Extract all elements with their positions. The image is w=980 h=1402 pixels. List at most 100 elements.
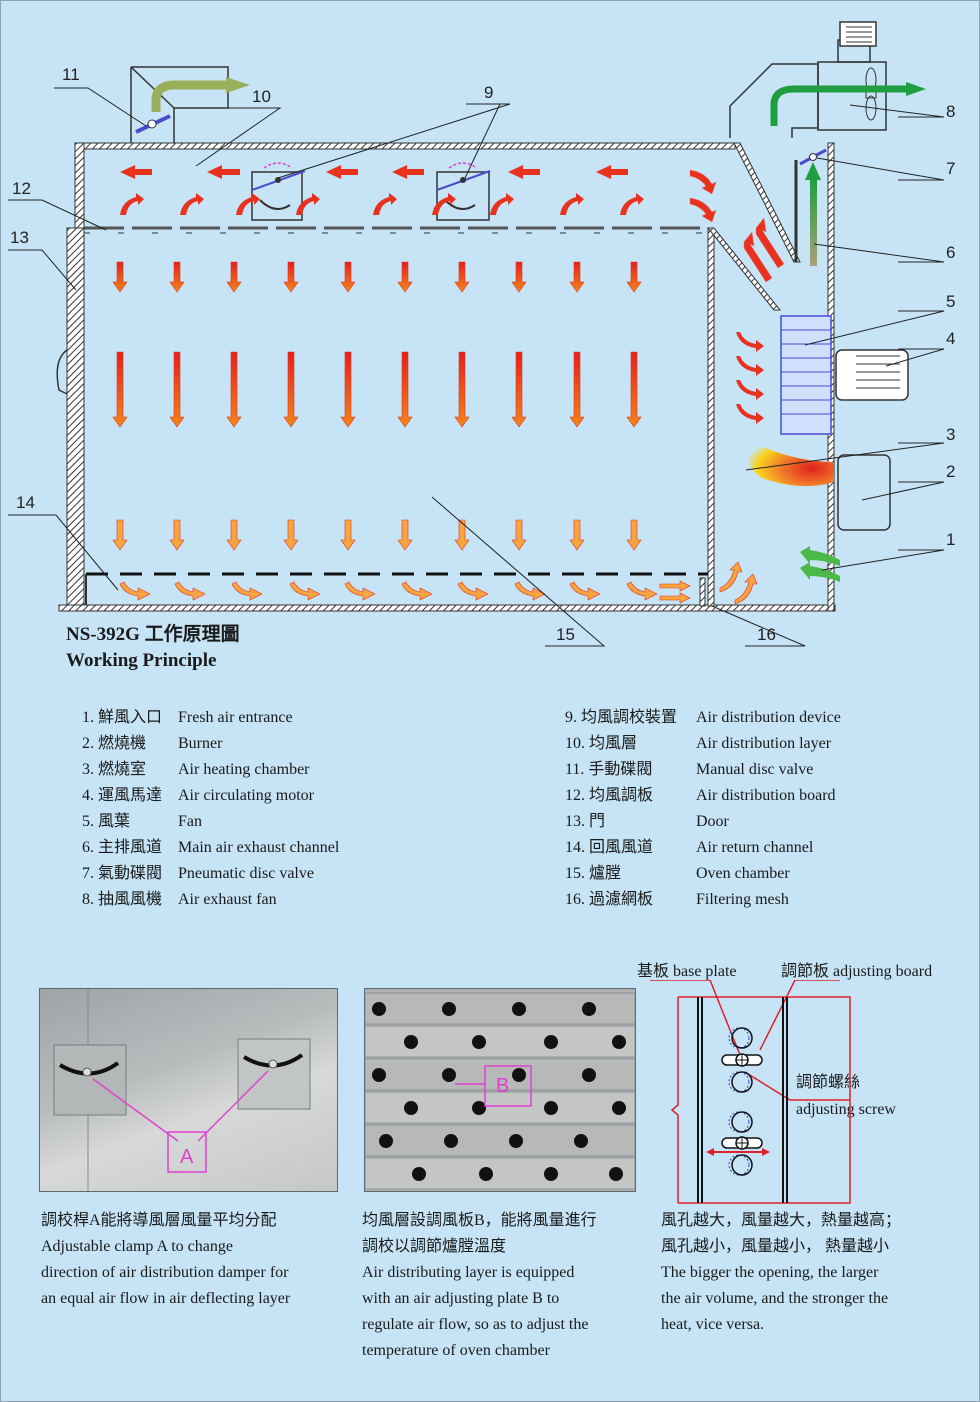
down-arrow bbox=[112, 261, 128, 293]
caption-c-zh-line: 風孔越小，風量越小， 熱量越小 bbox=[661, 1238, 890, 1255]
upflow-arrow bbox=[120, 193, 144, 215]
base-plate-label: 基板 base plate bbox=[637, 963, 737, 980]
manual-disc-valve-inlet bbox=[130, 66, 250, 143]
legend-item-en: Main air exhaust channel bbox=[178, 839, 340, 856]
upflow-arrow bbox=[560, 193, 584, 215]
door bbox=[66, 227, 85, 609]
caption-a-zh: 調校桿A能將導風層風量平均分配 bbox=[41, 1212, 277, 1229]
down-arrow bbox=[511, 261, 527, 293]
upflow-arrow bbox=[180, 193, 204, 215]
down-arrow bbox=[569, 351, 585, 428]
svg-text:10: 10 bbox=[252, 87, 271, 106]
down-arrow bbox=[397, 519, 413, 551]
return-arrow bbox=[514, 581, 546, 601]
svg-text:11: 11 bbox=[62, 65, 80, 84]
legend-item: 13. 門 Door bbox=[565, 809, 841, 835]
vent-hole bbox=[379, 1134, 393, 1148]
fan-air-arrow bbox=[736, 332, 764, 352]
svg-text:12: 12 bbox=[12, 179, 31, 198]
subtitle: Working Principle bbox=[66, 650, 217, 671]
return-arrow bbox=[119, 581, 151, 601]
down-arrow bbox=[397, 351, 413, 428]
callouts: 11 10 9 8 7 6 5 4 3 2 1 12 13 14 15 16 bbox=[8, 65, 955, 647]
caption-b-en-line: with an air adjusting plate B to bbox=[362, 1290, 560, 1307]
svg-text:15: 15 bbox=[556, 625, 575, 644]
legend-item-en: Air heating chamber bbox=[178, 761, 310, 778]
legend-item-en: Pneumatic disc valve bbox=[178, 865, 314, 882]
air-exhaust-fan bbox=[729, 21, 926, 138]
down-arrow bbox=[283, 519, 299, 551]
caption-adjustable-clamp: 調校桿A能將導風層風量平均分配 Adjustable clamp A to ch… bbox=[41, 1208, 341, 1312]
legend-item-en: Air circulating motor bbox=[178, 787, 314, 804]
down-arrow bbox=[226, 261, 242, 293]
down-arrow bbox=[569, 261, 585, 293]
down-arrow bbox=[454, 519, 470, 551]
vent-hole bbox=[544, 1035, 558, 1049]
return-arrow bbox=[289, 581, 321, 601]
down-arrow bbox=[226, 351, 242, 428]
legend-item-zh: 6. 主排風道 bbox=[82, 839, 163, 856]
down-arrow bbox=[169, 519, 185, 551]
vent-hole bbox=[479, 1167, 493, 1181]
down-arrow bbox=[283, 351, 299, 428]
return-arrow bbox=[174, 581, 206, 601]
legend-item-en: Manual disc valve bbox=[696, 761, 814, 778]
caption-b-en-line: temperature of oven chamber bbox=[362, 1342, 550, 1359]
photo-a-illustration: A bbox=[53, 989, 311, 1191]
svg-text:5: 5 bbox=[946, 292, 955, 311]
vent-hole bbox=[509, 1134, 523, 1148]
return-arrow bbox=[626, 581, 658, 601]
svg-text:14: 14 bbox=[16, 493, 35, 512]
vent-hole bbox=[544, 1101, 558, 1115]
down-arrow bbox=[626, 519, 642, 551]
svg-text:8: 8 bbox=[946, 102, 955, 121]
photo-adjustable-clamp: A bbox=[39, 988, 338, 1192]
photo-air-adjusting-plate: B bbox=[364, 988, 636, 1192]
air-distribution-device bbox=[436, 162, 491, 221]
return-arrow bbox=[457, 581, 489, 601]
upflow-arrow bbox=[432, 193, 456, 215]
return-air-arrows bbox=[119, 193, 764, 605]
down-arrow bbox=[112, 351, 128, 428]
legend-item-zh: 13. 門 bbox=[565, 813, 606, 830]
return-arrow bbox=[659, 580, 691, 592]
down-arrow bbox=[454, 351, 470, 428]
caption-opening-size: 風孔越大，風量越大，熱量越高； 風孔越小，風量越小， 熱量越小 The bigg… bbox=[661, 1208, 971, 1338]
vent-hole bbox=[544, 1167, 558, 1181]
legend-item-zh: 16. 過濾網板 bbox=[565, 891, 654, 908]
photo-b-illustration: B bbox=[365, 992, 635, 1190]
down-arrow bbox=[340, 519, 356, 551]
legend-item-en: Fresh air entrance bbox=[178, 709, 293, 726]
legend-item-zh: 12. 均風調板 bbox=[565, 787, 654, 804]
return-arrow bbox=[659, 592, 691, 604]
legend-item-zh: 9. 均風調校裝置 bbox=[565, 709, 678, 726]
legend-item-en: Air return channel bbox=[696, 839, 814, 856]
return-arrow bbox=[401, 581, 433, 601]
legend-item-zh: 10. 均風層 bbox=[565, 735, 638, 752]
caption-air-adjusting-plate: 均風層設調風板B，能將風量進行 調校以調節爐膛溫度 Air distributi… bbox=[362, 1208, 652, 1364]
upflow-arrow bbox=[490, 193, 514, 215]
down-arrow bbox=[626, 351, 642, 428]
rising-air-arrow bbox=[734, 573, 758, 605]
caption-a-en-line: direction of air distribution damper for bbox=[41, 1264, 289, 1281]
caption-c-en-line: The bigger the opening, the larger bbox=[661, 1264, 879, 1281]
legend-item-en: Burner bbox=[178, 735, 223, 752]
legend-item-en: Door bbox=[696, 813, 729, 830]
model-title: NS-392G 工作原理圖 bbox=[66, 624, 240, 645]
vent-hole bbox=[582, 1002, 596, 1016]
working-principle-diagram: 11 10 9 8 7 6 5 4 3 2 1 12 13 14 15 16 bbox=[8, 21, 955, 647]
vent-hole bbox=[442, 1002, 456, 1016]
legend-item-en: Air exhaust fan bbox=[178, 891, 277, 908]
return-arrow bbox=[569, 581, 601, 601]
down-arrow bbox=[626, 261, 642, 293]
caption-c-zh-line: 風孔越大，風量越大，熱量越高； bbox=[661, 1212, 902, 1229]
vent-hole bbox=[444, 1134, 458, 1148]
svg-text:13: 13 bbox=[10, 228, 29, 247]
